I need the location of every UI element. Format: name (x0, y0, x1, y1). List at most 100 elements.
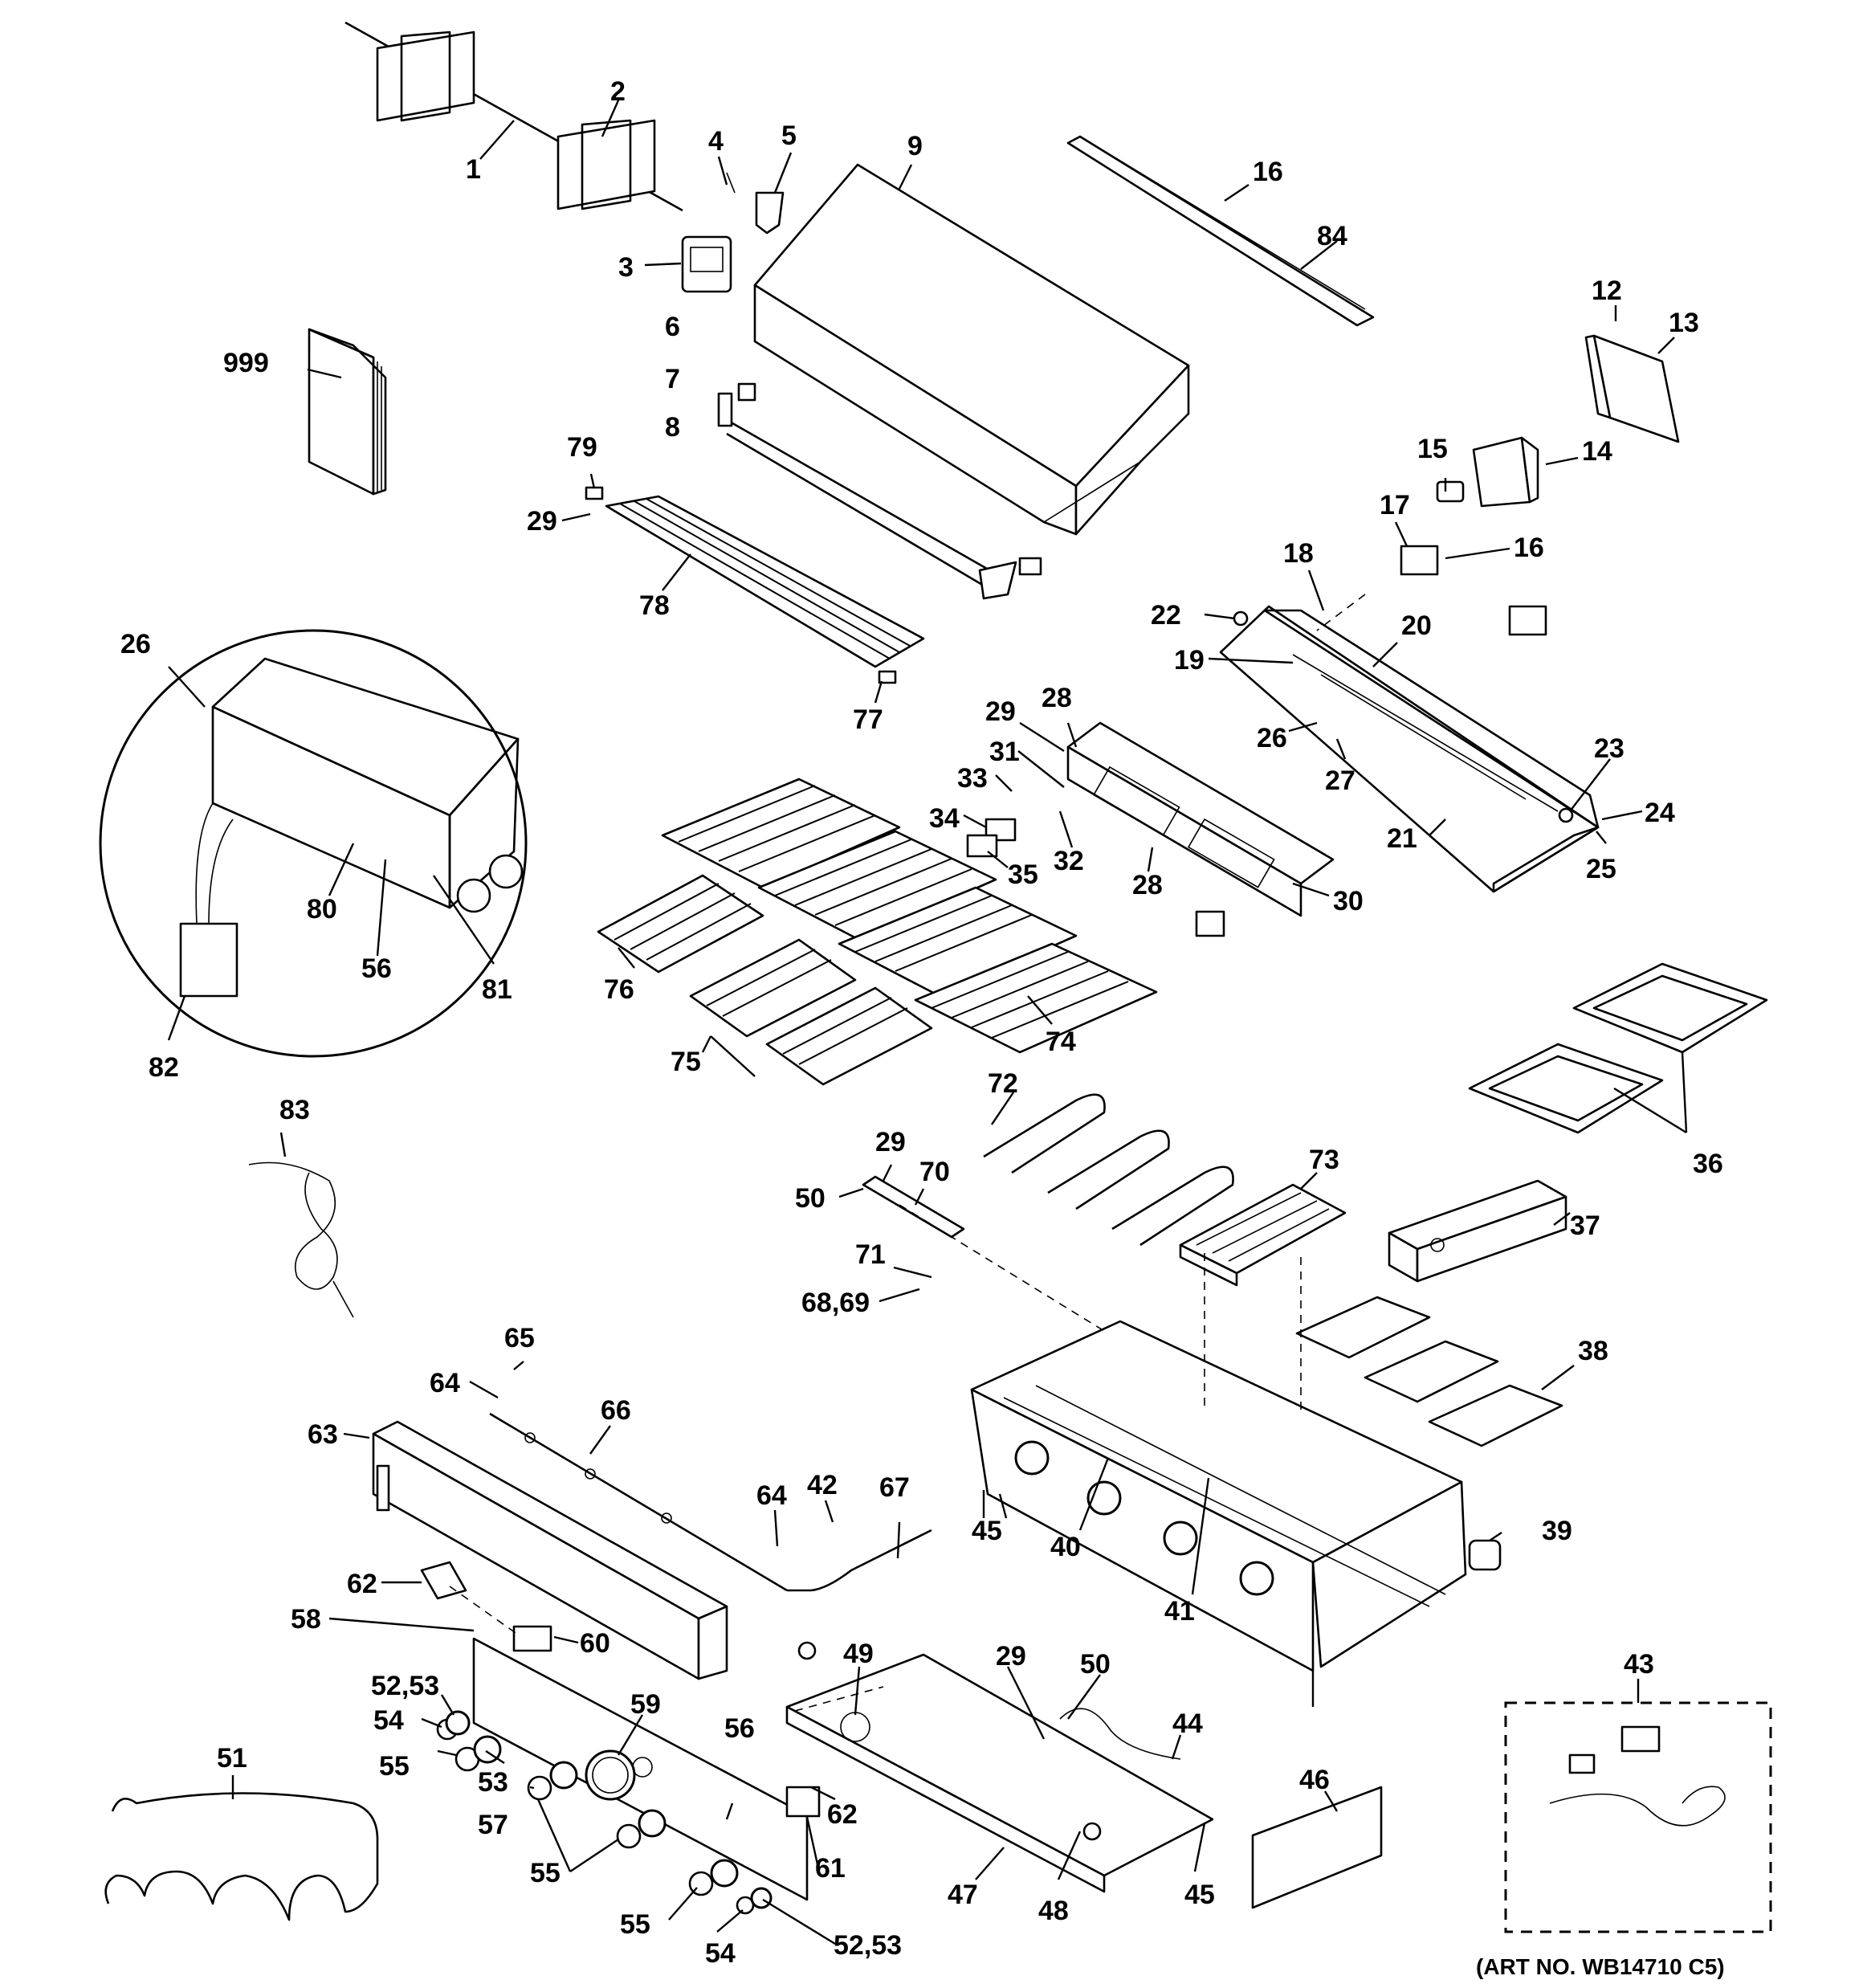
motor-bracket (726, 172, 785, 235)
callout-13: 13 (1669, 308, 1699, 338)
callout-40: 40 (1050, 1532, 1081, 1562)
drawer-latch (785, 1786, 821, 1818)
callout-72: 72 (988, 1068, 1018, 1099)
rack-hanger-right (878, 670, 897, 684)
callout-29-tray: 29 (996, 1641, 1026, 1672)
callout-60: 60 (580, 1628, 610, 1659)
rotisserie-motor (681, 235, 732, 293)
callout-64-right: 64 (756, 1480, 787, 1511)
callout-52-53-bottom: 52,53 (834, 1930, 902, 1961)
callout-50-top: 50 (795, 1183, 826, 1214)
callout-66: 66 (601, 1395, 631, 1426)
callout-18: 18 (1283, 538, 1314, 569)
callout-9: 9 (907, 131, 923, 161)
callout-74: 74 (1046, 1027, 1076, 1057)
callout-52-53-top: 52,53 (371, 1671, 439, 1701)
power-cord (248, 1161, 354, 1318)
callout-14: 14 (1582, 436, 1612, 467)
callout-61: 61 (815, 1853, 846, 1884)
drip-pans (1468, 962, 1768, 1134)
callout-55-mid: 55 (530, 1858, 561, 1888)
callout-26-right: 26 (1257, 723, 1287, 753)
rack-hanger-left (585, 486, 604, 500)
art-number: (ART NO. WB14710 C5) (1476, 1954, 1725, 1979)
clip (1400, 545, 1439, 576)
callout-53: 53 (478, 1767, 508, 1798)
callout-49: 49 (843, 1639, 874, 1669)
callout-79: 79 (567, 432, 597, 463)
infrared-panel (1066, 721, 1335, 917)
callout-47: 47 (948, 1880, 978, 1910)
callout-58: 58 (291, 1604, 321, 1635)
valve-bracket (512, 1625, 552, 1652)
front-control-panel (472, 1637, 809, 1901)
callout-45-firebox: 45 (972, 1516, 1002, 1546)
callout-57: 57 (478, 1810, 508, 1840)
callout-34: 34 (929, 803, 960, 834)
callout-29-rack: 29 (527, 506, 557, 537)
callout-39: 39 (1542, 1516, 1572, 1546)
callout-23: 23 (1594, 733, 1625, 764)
callout-15: 15 (1417, 434, 1448, 464)
grill-cover (104, 1792, 379, 1921)
back-panel (1251, 1786, 1383, 1909)
callout-4: 4 (708, 126, 724, 157)
control-rail (372, 1420, 728, 1680)
callout-25: 25 (1586, 854, 1616, 884)
callout-82: 82 (149, 1052, 179, 1083)
callout-56: 56 (724, 1713, 755, 1744)
gas-manifold (489, 1412, 932, 1592)
rotisserie-kit-box (1504, 1701, 1772, 1933)
detail-view (99, 629, 528, 1058)
callout-45-tray: 45 (1184, 1880, 1215, 1910)
tube-burners (983, 1093, 1234, 1247)
callout-32: 32 (1054, 846, 1084, 876)
callout-51: 51 (217, 1743, 247, 1774)
callout-68-69: 68,69 (801, 1288, 870, 1318)
cooking-grates (661, 778, 1158, 1054)
side-burner-box (1388, 1179, 1567, 1283)
clip-62 (420, 1561, 467, 1600)
callout-21: 21 (1387, 823, 1417, 854)
callout-59: 59 (630, 1689, 661, 1720)
burner-frame (1219, 605, 1600, 893)
callout-37: 37 (1570, 1210, 1600, 1241)
callout-36: 36 (1693, 1149, 1723, 1179)
callout-50-tray: 50 (1080, 1649, 1111, 1680)
callout-16-mid: 16 (1514, 533, 1544, 563)
callout-54-bottom: 54 (705, 1938, 736, 1969)
ignitor-clip (1195, 910, 1225, 937)
callout-24: 24 (1645, 798, 1675, 828)
callout-43: 43 (1624, 1649, 1654, 1680)
callout-73: 73 (1309, 1145, 1339, 1175)
hood-handle (717, 382, 1042, 600)
callout-6: 6 (665, 312, 680, 342)
firebox (970, 1320, 1467, 1707)
callout-81: 81 (482, 974, 512, 1005)
callout-77: 77 (853, 704, 883, 735)
ignitor-box (966, 834, 998, 858)
callout-56-detail: 56 (361, 953, 392, 984)
callout-64-left: 64 (430, 1368, 460, 1398)
infrared-burner (1179, 1183, 1347, 1287)
callout-42: 42 (807, 1470, 838, 1500)
callout-48: 48 (1038, 1896, 1069, 1926)
callout-80: 80 (307, 894, 337, 925)
callout-67: 67 (879, 1472, 910, 1503)
callout-28-bottom: 28 (1132, 870, 1163, 900)
callout-54-top: 54 (373, 1705, 404, 1736)
callout-1: 1 (466, 154, 481, 185)
rotisserie-spit (344, 21, 683, 212)
callout-26-left: 26 (120, 629, 151, 659)
frame-fastener-2 (1558, 807, 1574, 823)
callout-62-top: 62 (347, 1569, 377, 1599)
callout-16-top: 16 (1253, 157, 1283, 187)
callout-19: 19 (1174, 645, 1205, 676)
callout-28-top: 28 (1042, 683, 1072, 713)
callout-35: 35 (1008, 859, 1038, 890)
callout-29-shield: 29 (875, 1127, 906, 1157)
callout-17: 17 (1380, 490, 1410, 520)
callout-7: 7 (665, 364, 680, 394)
leader-lines (167, 100, 1688, 1945)
callout-83: 83 (279, 1095, 310, 1125)
